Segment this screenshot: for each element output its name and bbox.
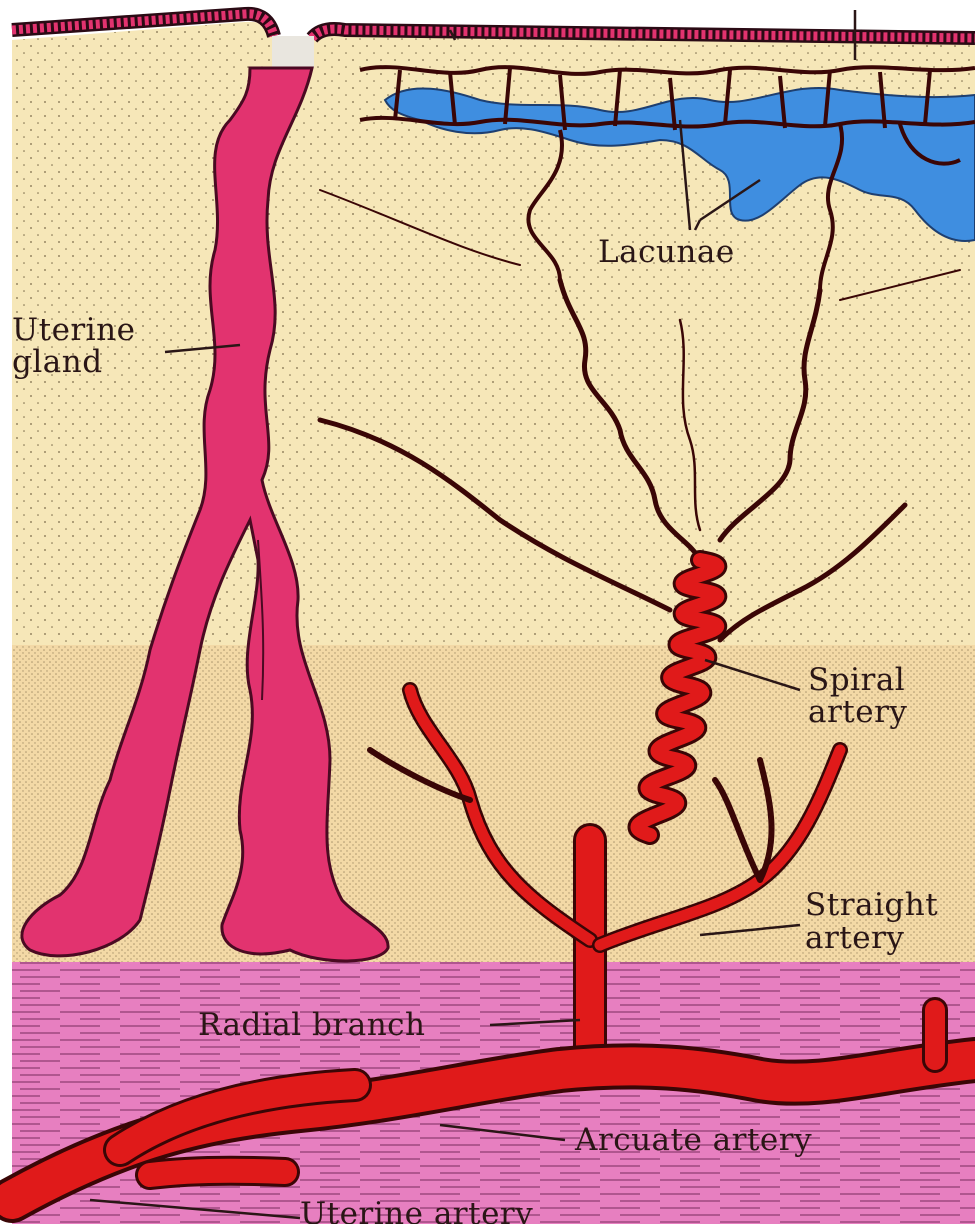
label-straight-artery-1: Straight bbox=[805, 887, 938, 923]
label-spiral-artery-1: Spiral bbox=[808, 662, 905, 698]
label-uterine-artery: Uterine artery bbox=[300, 1196, 533, 1224]
label-radial-branch: Radial branch bbox=[198, 1007, 425, 1043]
label-lacunae: Lacunae bbox=[598, 234, 735, 270]
label-arcuate-artery: Arcuate artery bbox=[574, 1122, 812, 1158]
label-uterine-gland-2: gland bbox=[12, 344, 103, 380]
label-uterine-gland-1: Uterine bbox=[12, 312, 135, 348]
label-straight-artery-2: artery bbox=[805, 920, 904, 956]
label-spiral-artery-2: artery bbox=[808, 694, 907, 730]
